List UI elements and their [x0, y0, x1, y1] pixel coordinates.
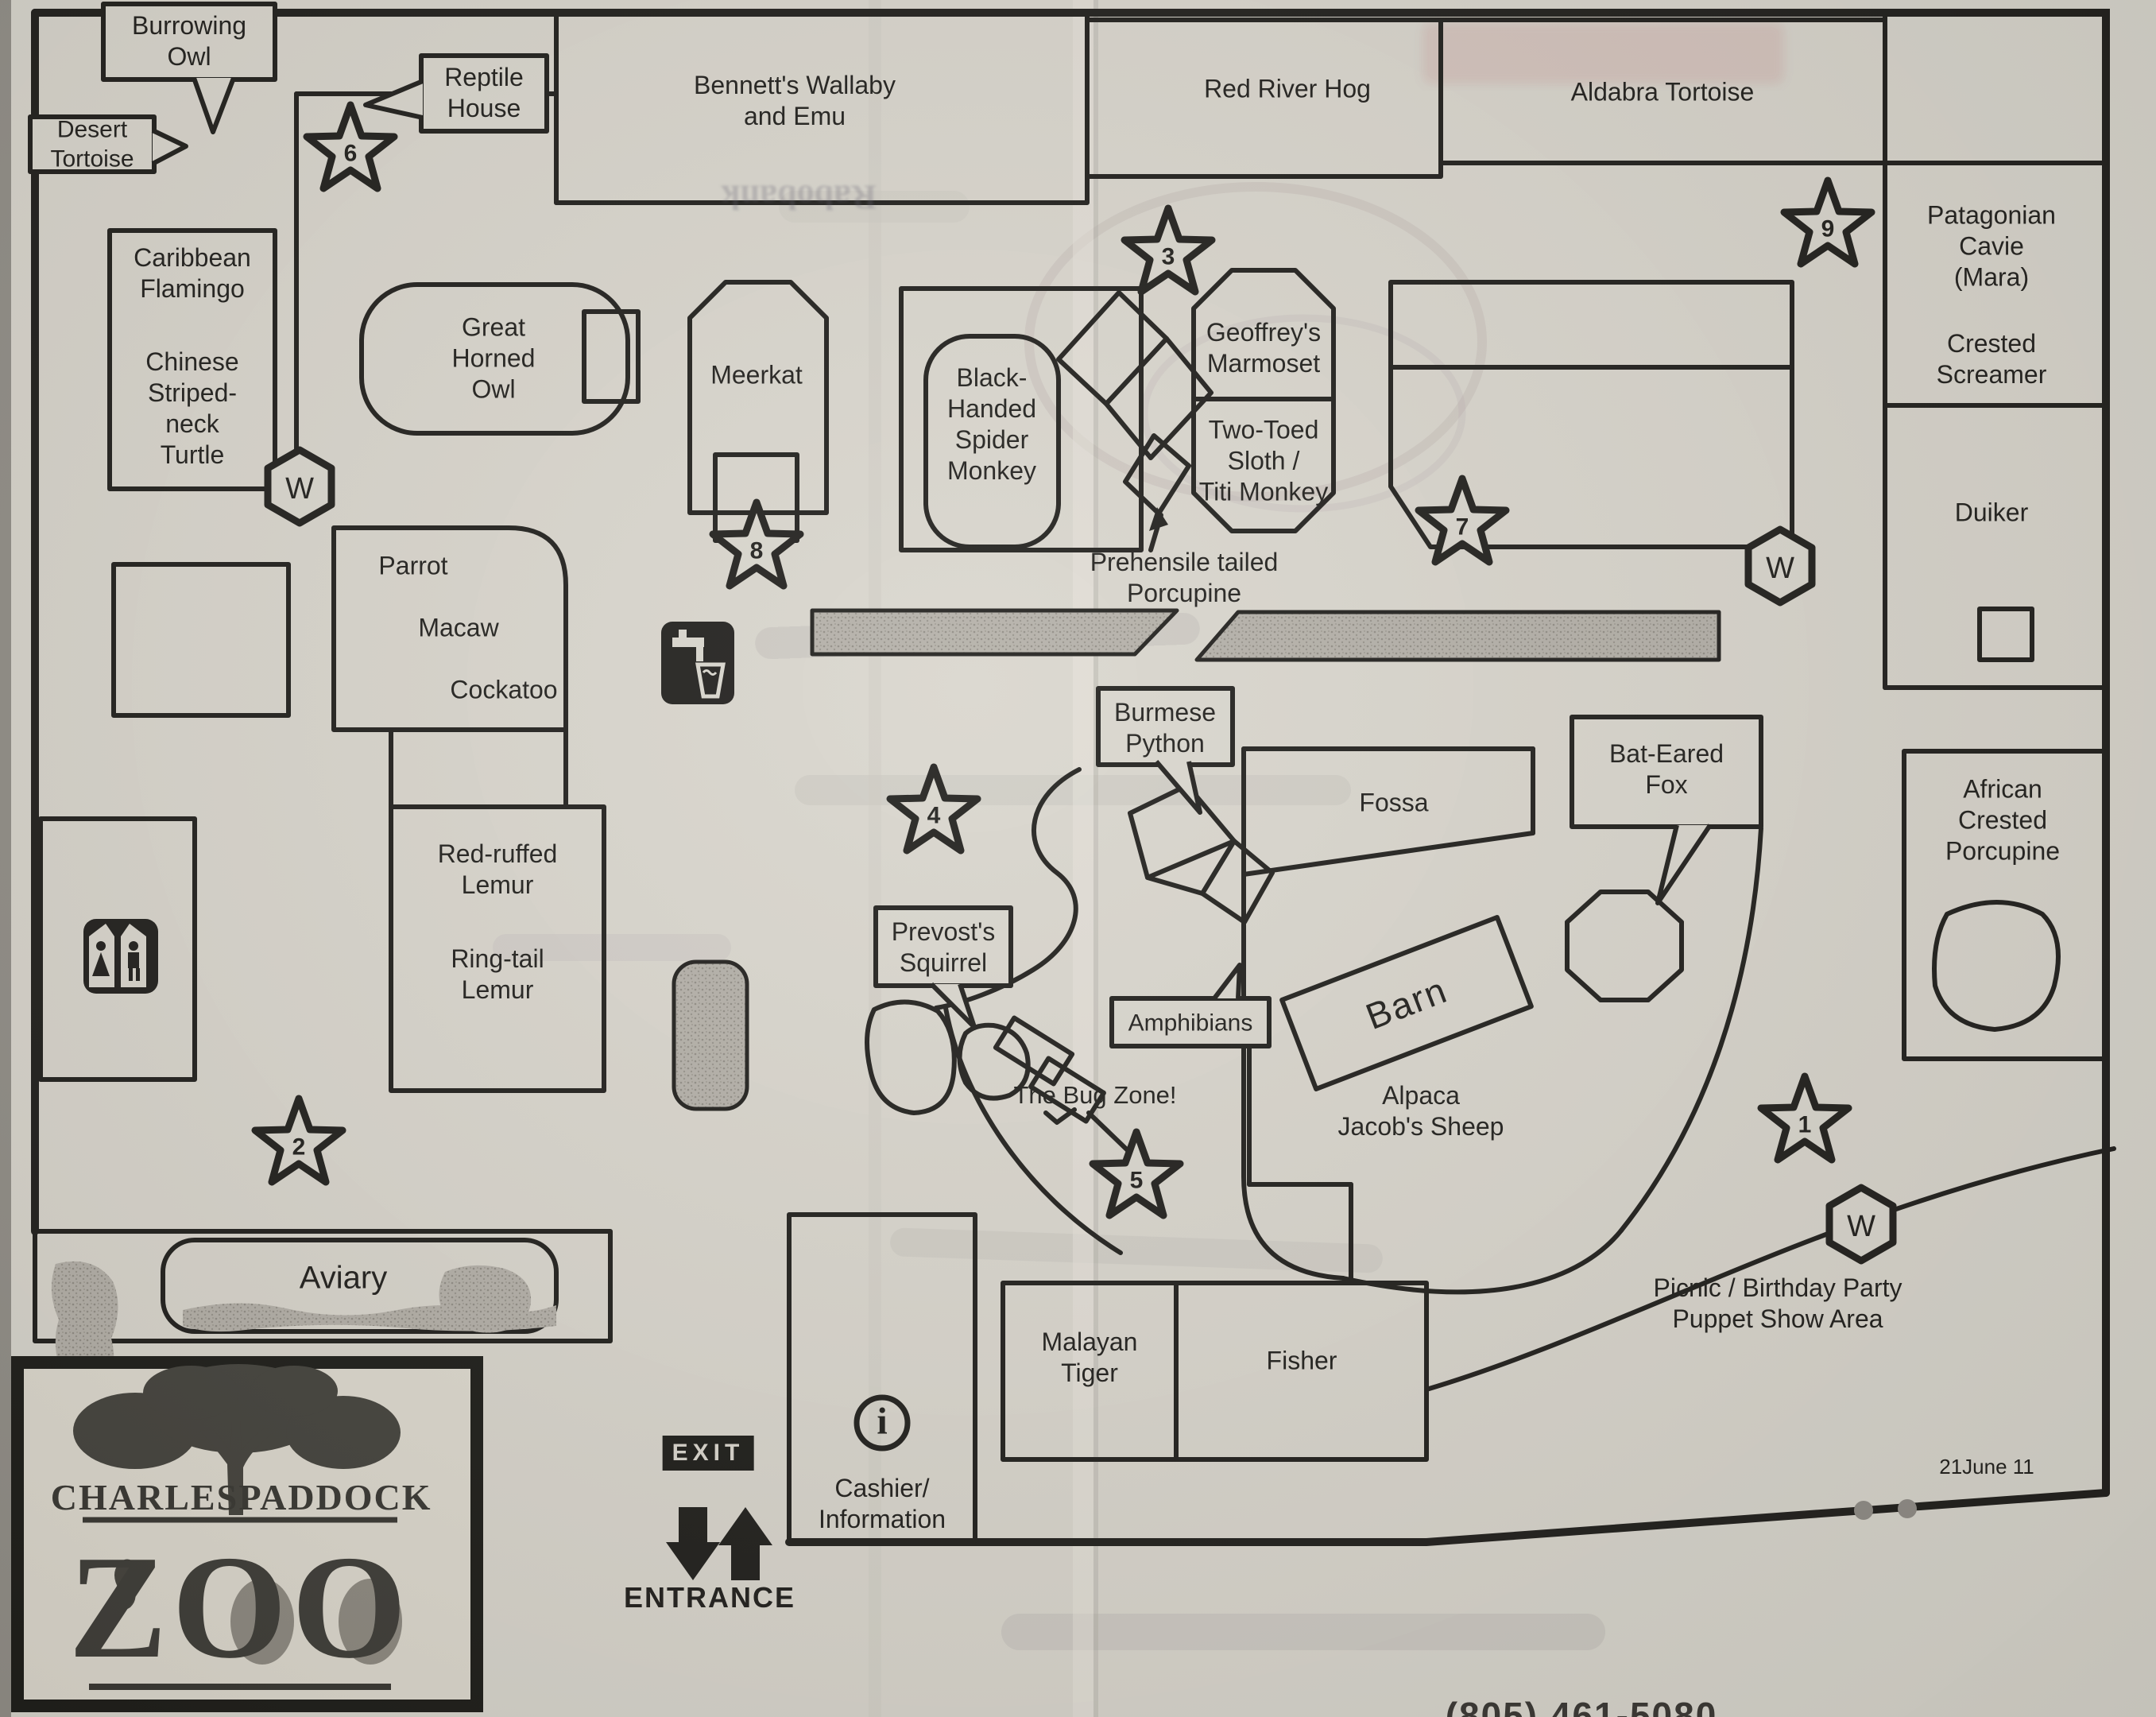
lemur-enclosure	[389, 804, 606, 1093]
barn-building	[1279, 915, 1534, 1091]
shade-kiosk	[672, 959, 749, 1111]
label-patagonian-cavie: Patagonian Cavie (Mara)	[1927, 200, 2056, 292]
label-spider-monkey: Black- Handed Spider Monkey	[946, 362, 1037, 486]
callout-boxes	[28, 2, 1763, 1048]
label-alpaca-jacobs-sheep: Alpaca Jacob's Sheep	[1337, 1080, 1504, 1141]
info-icon	[853, 1394, 911, 1452]
label-prevosts-squirrel: Prevost's Squirrel	[891, 917, 996, 977]
logo-monkey-silhouette	[114, 1559, 137, 1610]
label-meerkat: Meerkat	[710, 360, 803, 390]
star-8-number: 8	[749, 537, 764, 564]
reptile-house-callout	[419, 53, 549, 134]
prevosts-squirrel-callout	[873, 905, 1013, 988]
water-w-bottom: W	[1847, 1209, 1875, 1243]
label-caribbean-flamingo: Caribbean Flamingo	[134, 242, 251, 303]
label-parrot: Parrot	[378, 551, 448, 580]
label-bennetts-wallaby-emu: Bennett's Wallaby and Emu	[694, 70, 896, 130]
label-two-toed-sloth: Two-Toed Sloth / Titi Monkey	[1198, 415, 1329, 506]
burrowing-owl-callout	[101, 2, 277, 82]
info-icon-letter: i	[877, 1400, 888, 1443]
desert-tortoise-callout	[28, 114, 157, 174]
label-burmese-python: Burmese Python	[1113, 697, 1217, 758]
label-malayan-tiger: Malayan Tiger	[1041, 1327, 1138, 1387]
logo-tiger-silhouette	[230, 1579, 294, 1665]
zoo-logo	[11, 1356, 483, 1712]
spider-monkey-enclosure	[899, 286, 1144, 552]
label-prehensile-porcupine: Prehensile tailed Porcupine	[1090, 547, 1279, 607]
caribbean-flamingo-enclosure	[107, 228, 277, 491]
label-great-horned-owl: Great Horned Owl	[451, 312, 536, 404]
star-9-number: 9	[1821, 215, 1835, 242]
aviary-enclosure	[33, 1229, 613, 1343]
exit-arrow-down	[666, 1507, 720, 1580]
parrot-enclosure	[331, 525, 568, 732]
label-bat-eared-fox: Bat-Eared Fox	[1608, 738, 1724, 799]
star-5-number: 5	[1129, 1167, 1144, 1194]
drinking-fountain-icon	[661, 622, 734, 704]
bat-eared-fox-exhibit	[1565, 890, 1684, 1002]
shade-bar-right	[1194, 610, 1721, 662]
phone-partial: (805) 461-5080	[1445, 1694, 1718, 1717]
label-burrowing-owl: Burrowing Owl	[131, 10, 247, 71]
label-duiker: Duiker	[1954, 498, 2029, 527]
label-aviary: Aviary	[299, 1260, 388, 1296]
meerkat-enclosure	[687, 280, 829, 515]
label-macaw: Macaw	[418, 613, 499, 642]
cashier-building	[787, 1212, 977, 1543]
entrance-arrows	[666, 1507, 772, 1580]
restroom-building	[38, 816, 197, 1082]
label-african-crested-porcupine: African Crested Porcupine	[1945, 774, 2061, 866]
scan-dots	[1854, 1499, 1917, 1520]
star-3-number: 3	[1161, 243, 1175, 270]
exit-sign: EXIT	[662, 1436, 754, 1471]
marmoset-sloth-enclosure	[1191, 268, 1336, 533]
water-w-left: W	[285, 471, 314, 506]
logo-paddock: PADDOCK	[238, 1476, 432, 1517]
label-ring-tail-lemur: Ring-tail Lemur	[451, 944, 544, 1004]
label-cashier-information: Cashier/ Information	[818, 1473, 946, 1533]
logo-tree	[73, 1364, 401, 1610]
label-geoffreys-marmoset: Geoffrey's Marmoset	[1206, 317, 1322, 378]
shade-bar-left	[810, 608, 1179, 657]
entrance-arrow-up	[718, 1507, 772, 1580]
star-6-number: 6	[343, 140, 358, 167]
label-fossa: Fossa	[1359, 788, 1429, 817]
fisher-enclosure	[1174, 1281, 1429, 1462]
african-porcupine-enclosure	[1902, 749, 2107, 1061]
logo-zoo-text: ZOO	[68, 1525, 412, 1689]
label-red-river-hog: Red River Hog	[1204, 74, 1371, 103]
logo-flamingo-silhouette	[339, 1579, 402, 1665]
star-1-number: 1	[1798, 1111, 1812, 1138]
amphibians-callout	[1109, 996, 1272, 1048]
restroom-icon	[83, 919, 158, 994]
picnic-path-curve	[1424, 1146, 2116, 1392]
label-red-ruffed-lemur: Red-ruffed Lemur	[437, 839, 558, 899]
label-picnic-area: Picnic / Birthday Party Puppet Show Area	[1653, 1273, 1902, 1333]
label-cockatoo: Cockatoo	[450, 675, 558, 704]
label-aldabra-tortoise: Aldabra Tortoise	[1570, 77, 1755, 107]
bat-eared-fox-callout	[1570, 715, 1763, 829]
bleed-text: Rabobank	[721, 177, 877, 217]
logo-charles: CHARLES	[50, 1476, 239, 1517]
star-7-number: 7	[1455, 514, 1469, 541]
label-desert-tortoise: Desert Tortoise	[50, 116, 134, 172]
label-reptile-house: Reptile House	[444, 62, 524, 122]
star-4-number: 4	[927, 802, 941, 829]
label-bug-zone: The Bug Zone!	[1013, 1081, 1177, 1110]
great-horned-owl-enclosure	[359, 282, 630, 436]
label-chinese-striped-neck-turtle: Chinese Striped- neck Turtle	[145, 347, 239, 470]
entrance-label: ENTRANCE	[623, 1581, 796, 1614]
label-amphibians: Amphibians	[1128, 1010, 1253, 1037]
label-fisher: Fisher	[1266, 1346, 1337, 1375]
star-2-number: 2	[292, 1134, 306, 1161]
date-stamp: 21June 11	[1939, 1455, 2034, 1479]
label-crested-screamer: Crested Screamer	[1936, 328, 2047, 389]
walkway-curve	[934, 767, 1082, 1010]
water-w-right: W	[1766, 551, 1794, 585]
aviary-blob-right	[439, 1265, 532, 1333]
